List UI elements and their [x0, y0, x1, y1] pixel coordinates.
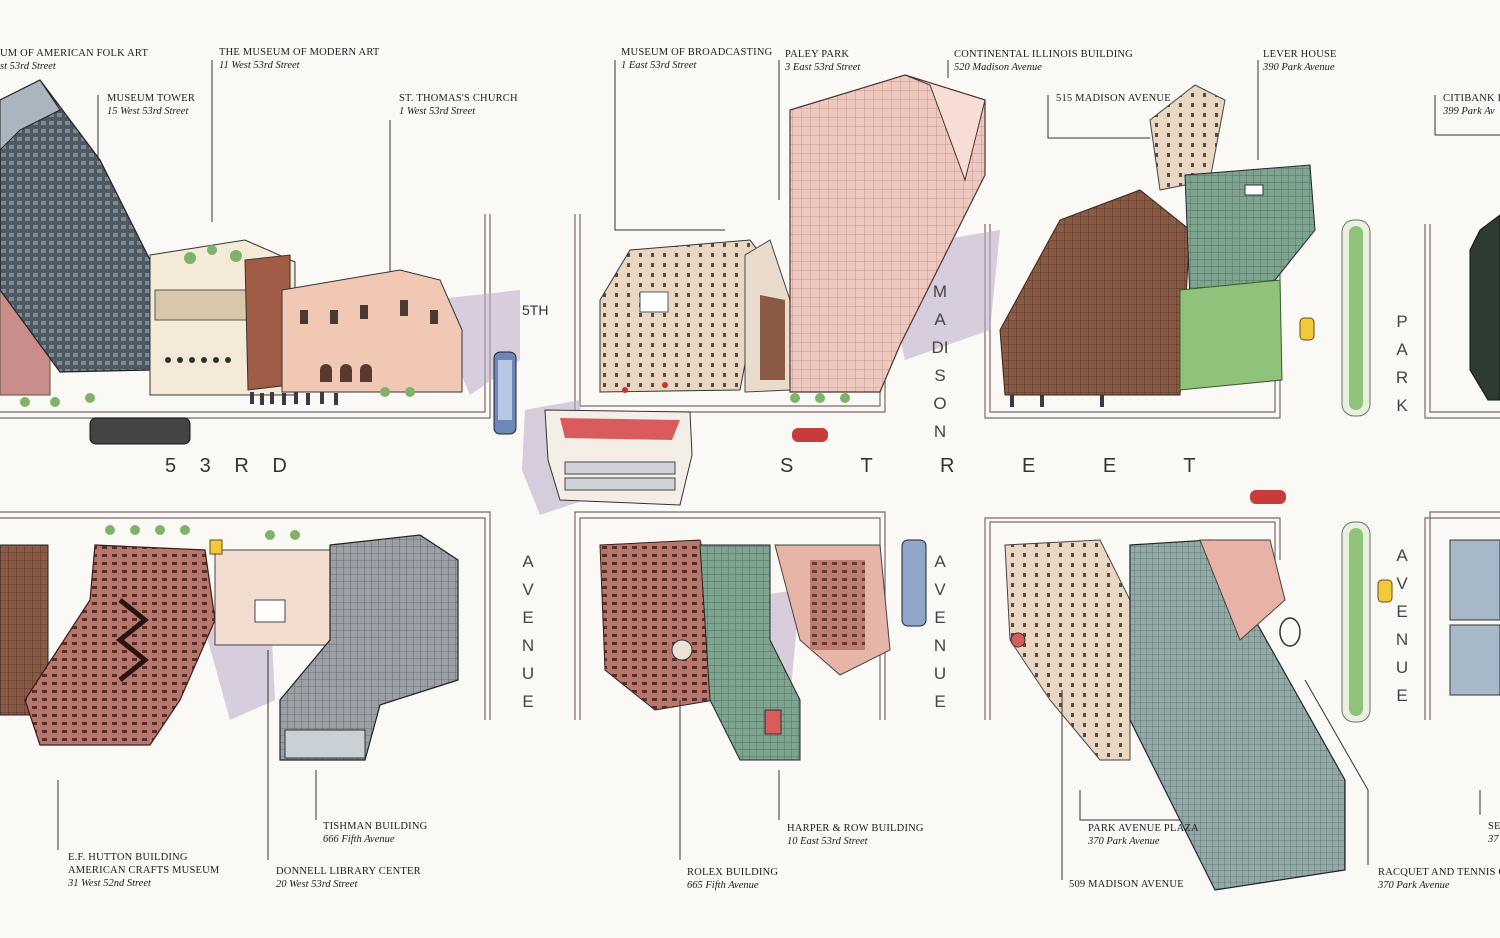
- label-racquet: Racquet and Tennis Cl 370 Park Avenue: [1378, 866, 1500, 892]
- label-ef-hutton: E.F. Hutton Building American Crafts Mus…: [68, 851, 219, 890]
- label-racquet-address: 370 Park Avenue: [1378, 880, 1450, 891]
- label-paley-park: Paley Park 3 East 53rd Street: [785, 48, 860, 74]
- fifth-avenue-label: 5TH: [522, 302, 549, 318]
- label-moma: The Museum of Modern Art 11 West 53rd St…: [219, 46, 380, 72]
- block-madison-park-south: [1004, 539, 1393, 891]
- label-paley-park-name: Paley Park: [785, 49, 850, 60]
- label-broadcasting-address: 1 East 53rd Street: [621, 60, 697, 71]
- label-continental-name: Continental Illinois Building: [954, 49, 1133, 60]
- label-st-thomas: St. Thomas's Church 1 West 53rd Street: [399, 92, 518, 118]
- bus-fifth: [493, 351, 517, 435]
- label-lever-house-address: 390 Park Avenue: [1263, 62, 1335, 73]
- label-park-ave-plaza-address: 370 Park Avenue: [1088, 836, 1160, 847]
- label-museum-tower-name: Museum Tower: [107, 93, 196, 104]
- street-name-street: S T R E E T: [780, 455, 1196, 477]
- label-folk-art: um of American Folk Art st 53rd Street: [0, 47, 148, 73]
- label-515-madison: 515 Madison Avenue: [1056, 92, 1171, 105]
- label-st-thomas-name: St. Thomas's Church: [399, 93, 518, 104]
- label-crafts-museum-name: American Crafts Museum: [68, 865, 220, 876]
- label-citibank: Citibank B 399 Park Av: [1443, 92, 1500, 118]
- madison-avenue-name: MADISON: [931, 282, 949, 441]
- label-broadcasting-name: Museum of Broadcasting: [621, 47, 773, 58]
- label-folk-art-name: um of American Folk Art: [0, 48, 149, 59]
- label-seagram-partial: Se 37: [1488, 820, 1500, 846]
- block-5th-madison-north: [599, 74, 986, 403]
- label-rolex-address: 665 Fifth Avenue: [687, 880, 759, 891]
- label-continental-address: 520 Madison Avenue: [954, 62, 1042, 73]
- label-515-madison-name: 515 Madison Avenue: [1056, 93, 1171, 104]
- cars: [89, 417, 1286, 504]
- park-avenue-name: PARK: [1395, 312, 1409, 415]
- label-st-thomas-address: 1 West 53rd Street: [399, 106, 476, 117]
- label-ef-hutton-address: 31 West 52nd Street: [68, 878, 151, 889]
- label-museum-tower: Museum Tower 15 West 53rd Street: [107, 92, 195, 118]
- block-5th-west-north: [0, 79, 463, 407]
- label-ef-hutton-name: E.F. Hutton Building: [68, 852, 188, 863]
- curb-lines: [0, 214, 1500, 720]
- label-rolex: Rolex Building 665 Fifth Avenue: [687, 866, 778, 892]
- label-broadcasting: Museum of Broadcasting 1 East 53rd Stree…: [621, 46, 772, 72]
- label-continental: Continental Illinois Building 520 Madiso…: [954, 48, 1133, 74]
- label-harper-row: Harper & Row Building 10 East 53rd Stree…: [787, 822, 924, 848]
- label-rolex-name: Rolex Building: [687, 867, 779, 878]
- park-avenue-medians: [1341, 219, 1371, 723]
- label-lever-house-name: Lever House: [1263, 49, 1337, 60]
- label-moma-address: 11 West 53rd Street: [219, 60, 300, 71]
- label-paley-park-address: 3 East 53rd Street: [785, 62, 861, 73]
- street-name-53rd: 5 3 R D: [165, 455, 287, 477]
- label-lever-house: Lever House 390 Park Avenue: [1263, 48, 1337, 74]
- block-5th-madison-south: [599, 539, 927, 761]
- block-park-east: [1449, 214, 1500, 696]
- museum-of-broadcasting: [599, 239, 766, 393]
- citibank-building: [1469, 214, 1500, 401]
- label-racquet-name: Racquet and Tennis Cl: [1378, 867, 1500, 878]
- label-folk-art-address: st 53rd Street: [0, 61, 56, 72]
- label-park-ave-plaza-name: Park Avenue Plaza: [1088, 823, 1199, 834]
- label-park-ave-plaza: Park Avenue Plaza 370 Park Avenue: [1088, 822, 1199, 848]
- label-museum-tower-address: 15 West 53rd Street: [107, 106, 189, 117]
- label-seagram-partial-name: Se: [1488, 821, 1500, 832]
- label-donnell-address: 20 West 53rd Street: [276, 879, 358, 890]
- madison-avenue-word: AVENUE: [933, 552, 947, 711]
- label-tishman: Tishman Building 666 Fifth Avenue: [323, 820, 427, 846]
- label-moma-name: The Museum of Modern Art: [219, 47, 380, 58]
- leader-lines: [57, 60, 1500, 880]
- label-citibank-name: Citibank B: [1443, 93, 1500, 104]
- label-tishman-name: Tishman Building: [323, 821, 428, 832]
- st-thomas-church: [281, 269, 463, 393]
- label-harper-row-address: 10 East 53rd Street: [787, 836, 868, 847]
- fifth-avenue-sky-building: [544, 409, 693, 506]
- block-madison-park-north: [999, 84, 1316, 407]
- madison-515-building: [999, 189, 1191, 396]
- label-509-madison-name: 509 Madison Avenue: [1069, 879, 1184, 890]
- tishman-building: [279, 534, 459, 761]
- label-seagram-partial-address: 37: [1488, 834, 1499, 845]
- block-5th-west-south: [0, 525, 459, 761]
- lever-house: [1184, 164, 1316, 301]
- donnell-library: [214, 549, 331, 646]
- ef-hutton-building: [24, 544, 216, 746]
- madison-509-building: [1004, 539, 1131, 761]
- rolex-building: [599, 539, 716, 711]
- label-donnell-name: Donnell Library Center: [276, 866, 421, 877]
- harper-row-tower: [699, 544, 801, 761]
- label-509-madison: 509 Madison Avenue: [1069, 878, 1184, 891]
- label-tishman-address: 666 Fifth Avenue: [323, 834, 395, 845]
- park-avenue-word: AVENUE: [1395, 546, 1409, 705]
- label-donnell: Donnell Library Center 20 West 53rd Stre…: [276, 865, 421, 891]
- label-harper-row-name: Harper & Row Building: [787, 823, 924, 834]
- fifth-avenue-word: AVENUE: [521, 552, 535, 711]
- label-citibank-address: 399 Park Av: [1443, 106, 1495, 117]
